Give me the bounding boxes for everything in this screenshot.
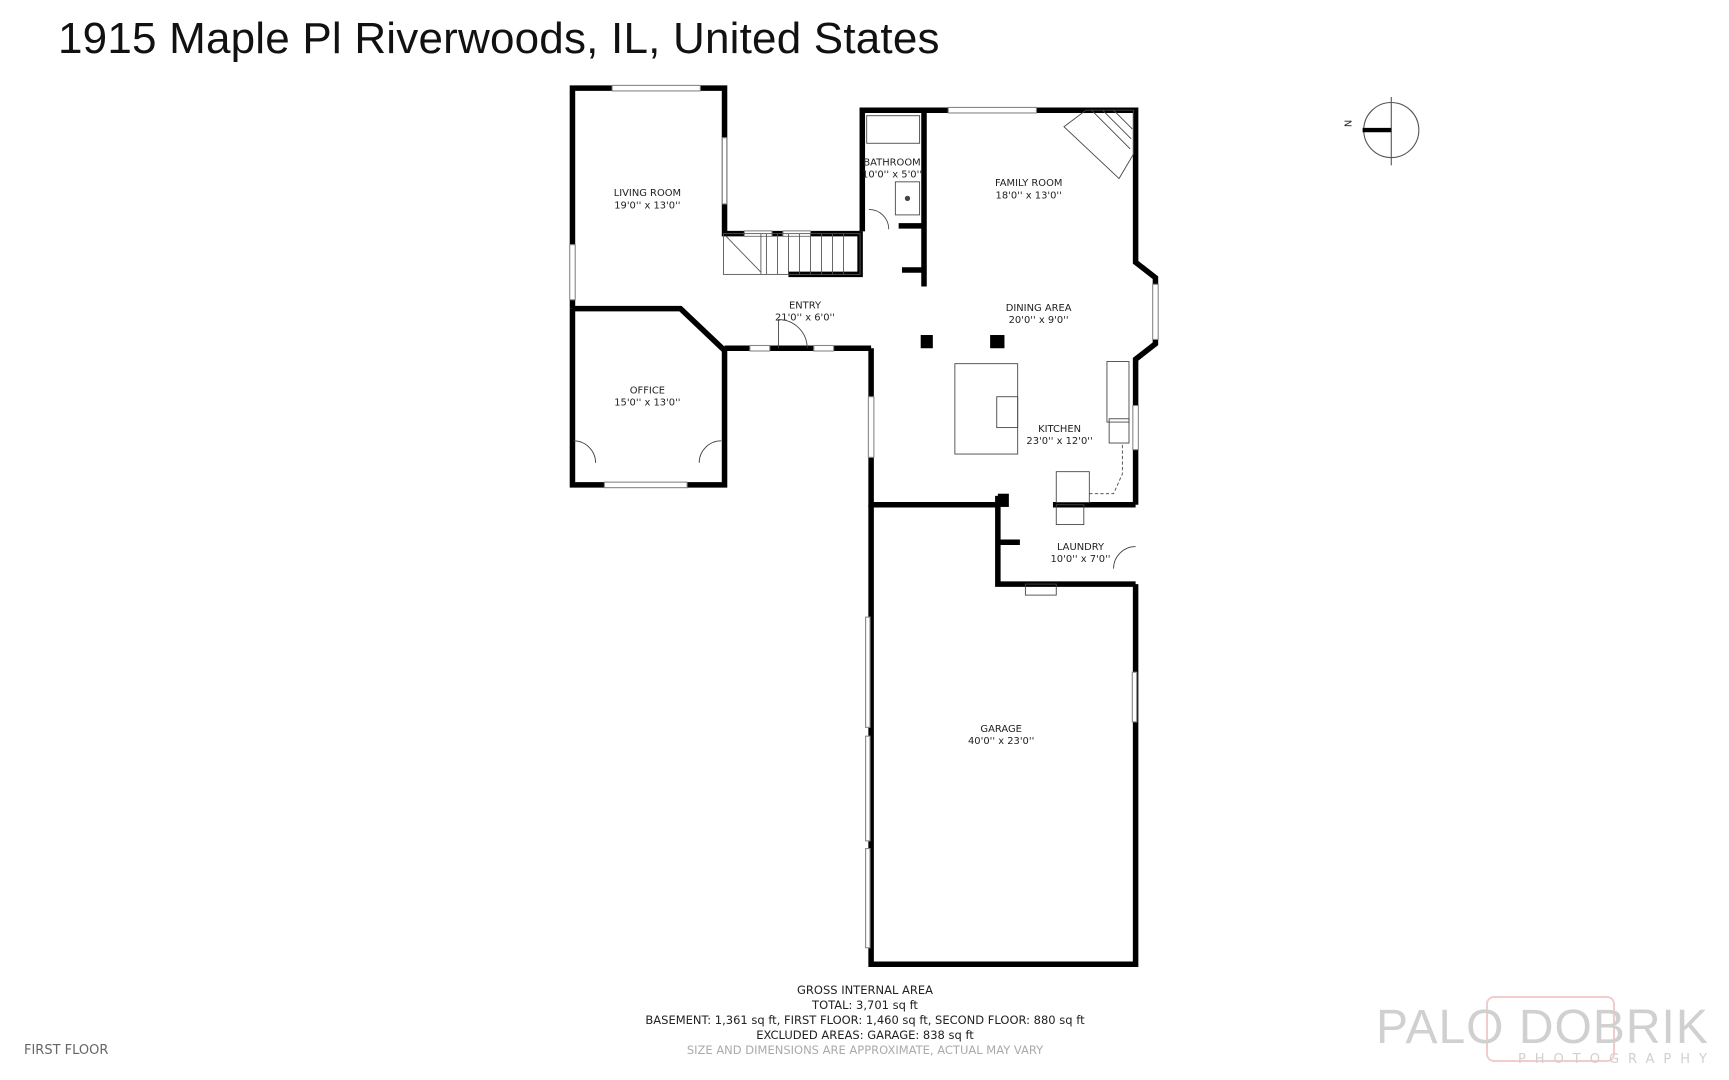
room-size: 10'0'' x 7'0'' (1050, 554, 1110, 565)
area-summary: GROSS INTERNAL AREA TOTAL: 3,701 sq ft B… (565, 983, 1165, 1058)
room-name: OFFICE (630, 385, 665, 396)
front-door-icon (778, 319, 808, 349)
room-name: BATHROOM (863, 157, 920, 168)
room-name: KITCHEN (1038, 424, 1081, 435)
room-labels: LIVING ROOM 19'0'' x 13'0'' OFFICE 15'0'… (614, 157, 1111, 747)
fireplace-icon (1063, 109, 1134, 180)
summary-excluded: EXCLUDED AREAS: GARAGE: 838 sq ft (756, 1028, 974, 1042)
garage-walls (868, 504, 1139, 968)
room-name: FAMILY ROOM (995, 178, 1062, 189)
staircase (722, 233, 861, 275)
room-name: ENTRY (789, 301, 822, 312)
sink-icon (894, 181, 921, 216)
page-title: 1915 Maple Pl Riverwoods, IL, United Sta… (58, 14, 940, 63)
room-size: 19'0'' x 13'0'' (614, 200, 680, 211)
room-name: LAUNDRY (1057, 542, 1105, 553)
room-size: 15'0'' x 13'0'' (614, 398, 680, 409)
bathtub-icon (866, 115, 921, 144)
brand-logo: PALO DOBRIK PHOTOGRAPHY (1376, 996, 1722, 1070)
cooktop-icon (996, 396, 1019, 429)
summary-floors: BASEMENT: 1,361 sq ft, FIRST FLOOR: 1,46… (645, 1013, 1085, 1027)
logo-main: PALO DOBRIK (1376, 1001, 1709, 1054)
laundry-walls (995, 495, 1136, 587)
floor-label: FIRST FLOOR (24, 1043, 109, 1058)
room-size: 40'0'' x 23'0'' (968, 736, 1034, 747)
room-name: GARAGE (980, 724, 1021, 735)
room-size: 18'0'' x 13'0'' (996, 190, 1062, 201)
main-outer-walls (924, 107, 1159, 505)
summary-heading: GROSS INTERNAL AREA (796, 983, 933, 997)
room-size: 21'0'' x 6'0'' (775, 313, 835, 324)
kitchen-island (954, 363, 1019, 455)
room-name: DINING AREA (1006, 303, 1072, 314)
kitchen-wall (868, 348, 998, 508)
room-size: 23'0'' x 12'0'' (1026, 436, 1092, 447)
summary-total: TOTAL: 3,701 sq ft (812, 998, 918, 1012)
room-size: 20'0'' x 9'0'' (1009, 315, 1069, 326)
svg-text:N: N (1344, 120, 1355, 127)
summary-disclaimer: SIZE AND DIMENSIONS ARE APPROXIMATE, ACT… (686, 1043, 1044, 1057)
bathroom-walls (859, 107, 927, 287)
room-size: 10'0'' x 5'0'' (862, 169, 922, 180)
camera-icon (1486, 996, 1615, 1062)
north-arrow-icon: N (1344, 96, 1420, 166)
office-walls (569, 305, 728, 488)
room-name: LIVING ROOM (614, 188, 681, 199)
logo-sub: PHOTOGRAPHY (1517, 1052, 1716, 1067)
